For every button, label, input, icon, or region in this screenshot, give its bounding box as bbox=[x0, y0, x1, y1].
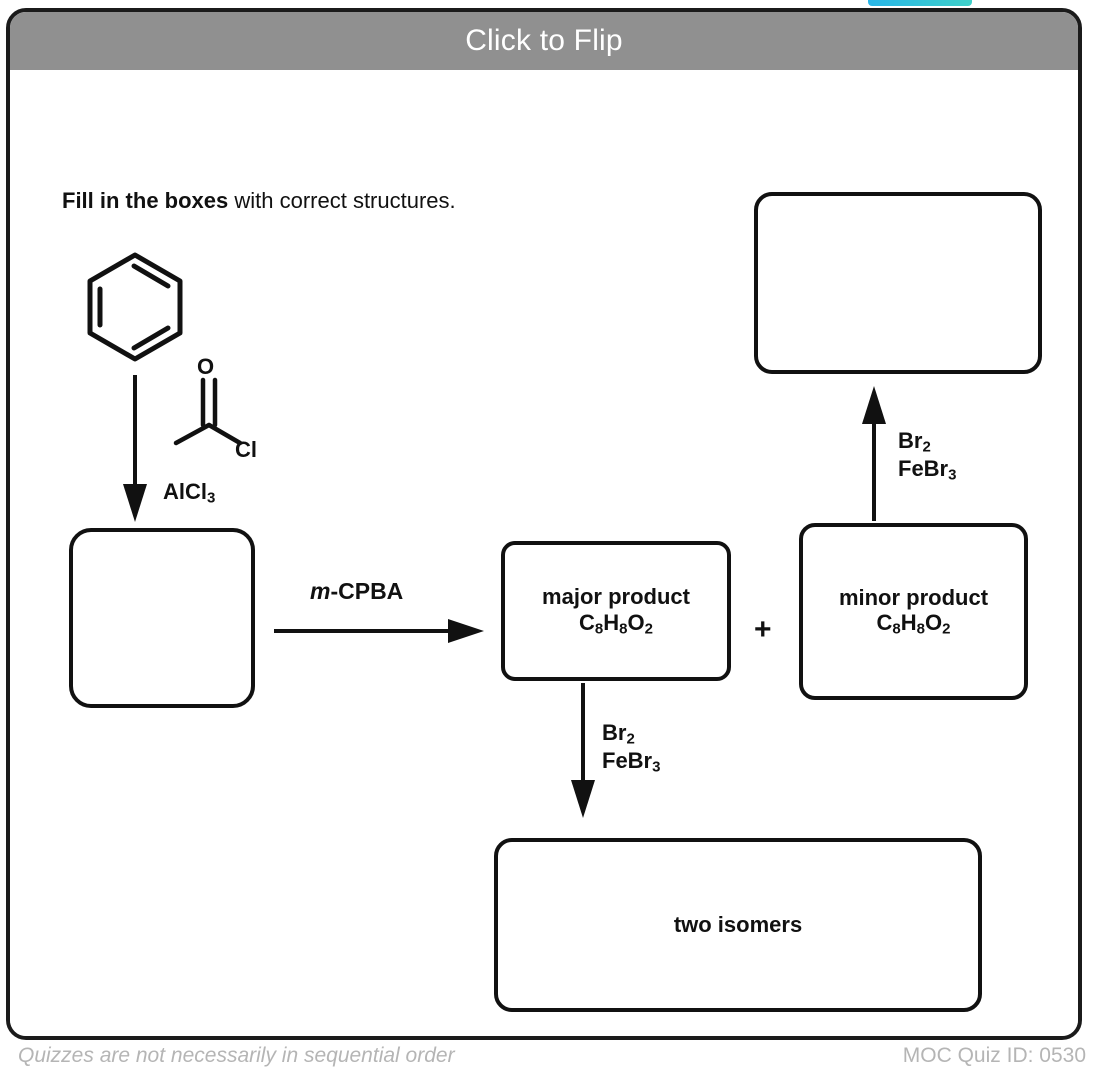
br2-sub-up: 2 bbox=[922, 438, 931, 456]
benzene-ring-icon bbox=[87, 252, 183, 362]
reagent-mcpba-label: m-CPBA bbox=[310, 578, 403, 604]
febr3-text-up: FeBr bbox=[898, 455, 949, 481]
br2-line-up: Br2 bbox=[898, 428, 956, 456]
major-o-sub: 2 bbox=[644, 620, 653, 638]
febr3-sub-down: 3 bbox=[652, 757, 661, 775]
minor-product-formula: C8H8O2 bbox=[839, 610, 988, 638]
major-product-text: major product C8H8O2 bbox=[542, 584, 690, 638]
minor-o: O bbox=[924, 610, 943, 636]
flashcard[interactable]: Click to Flip Fill in the boxes with cor… bbox=[6, 8, 1082, 1040]
chlorine-text: Cl bbox=[235, 437, 257, 462]
footer-note: Quizzes are not necessarily in sequentia… bbox=[18, 1044, 455, 1067]
minor-h: H bbox=[900, 610, 917, 636]
acetyl-chloride-structure bbox=[173, 377, 243, 446]
instruction-bold: Fill in the boxes bbox=[62, 188, 229, 213]
chlorine-label: Cl bbox=[235, 437, 257, 462]
major-product-box[interactable]: major product C8H8O2 bbox=[501, 541, 731, 681]
instruction-rest: with correct structures. bbox=[228, 188, 456, 213]
arrow-major-to-isomers bbox=[571, 683, 595, 818]
alcl3-subscript: 3 bbox=[207, 489, 216, 507]
major-h: H bbox=[603, 609, 620, 635]
card-body: Fill in the boxes with correct structure… bbox=[10, 70, 1078, 1036]
mcpba-italic-m: m bbox=[310, 578, 331, 604]
major-product-formula: C8H8O2 bbox=[542, 610, 690, 638]
minor-h-sub: 8 bbox=[916, 620, 925, 638]
major-o: O bbox=[627, 609, 645, 635]
febr3-sub-up: 3 bbox=[948, 465, 957, 483]
accent-tab bbox=[868, 0, 972, 6]
febr3-line-down: FeBr3 bbox=[602, 748, 660, 776]
minor-c: C bbox=[876, 610, 893, 636]
minor-o-sub: 2 bbox=[942, 620, 951, 638]
br2-sub-down: 2 bbox=[626, 730, 635, 748]
minor-product-text: minor product C8H8O2 bbox=[839, 585, 988, 639]
click-to-flip-label: Click to Flip bbox=[465, 24, 623, 57]
instruction-text: Fill in the boxes with correct structure… bbox=[62, 188, 456, 214]
arrow-to-major-product bbox=[274, 619, 484, 643]
reagent-bromination-up-label: Br2 FeBr3 bbox=[898, 428, 956, 483]
two-isomers-label: two isomers bbox=[673, 912, 803, 938]
answer-box-left[interactable] bbox=[69, 528, 255, 708]
major-h-sub: 8 bbox=[619, 620, 628, 638]
br2-text-up: Br bbox=[898, 428, 923, 453]
minor-c-sub: 8 bbox=[892, 620, 901, 638]
reagent-bromination-down-label: Br2 FeBr3 bbox=[602, 720, 660, 775]
br2-line-down: Br2 bbox=[602, 720, 660, 748]
br2-text-down: Br bbox=[602, 720, 627, 745]
major-c: C bbox=[579, 609, 595, 635]
answer-box-top-right[interactable] bbox=[754, 192, 1042, 374]
oxygen-text: O bbox=[197, 354, 215, 379]
footer-quiz-id: MOC Quiz ID: 0530 bbox=[902, 1044, 1086, 1067]
arrow-minor-to-empty-box bbox=[862, 386, 886, 521]
alcl3-text: AlCl bbox=[163, 479, 207, 504]
plus-sign: + bbox=[754, 613, 772, 646]
reagent-alcl3-label: AlCl3 bbox=[163, 479, 215, 507]
carbonyl-oxygen-label: O bbox=[197, 354, 214, 379]
major-c-sub: 8 bbox=[594, 620, 604, 638]
major-product-label: major product bbox=[542, 584, 690, 610]
arrow-benzene-to-box bbox=[123, 375, 147, 522]
mcpba-rest: -CPBA bbox=[330, 578, 404, 604]
minor-product-box[interactable]: minor product C8H8O2 bbox=[799, 523, 1028, 700]
minor-product-label: minor product bbox=[838, 584, 989, 610]
two-isomers-box[interactable]: two isomers bbox=[494, 838, 982, 1012]
febr3-line-up: FeBr3 bbox=[898, 456, 956, 484]
febr3-text-down: FeBr bbox=[602, 747, 653, 773]
card-header-bar[interactable]: Click to Flip bbox=[10, 12, 1078, 70]
